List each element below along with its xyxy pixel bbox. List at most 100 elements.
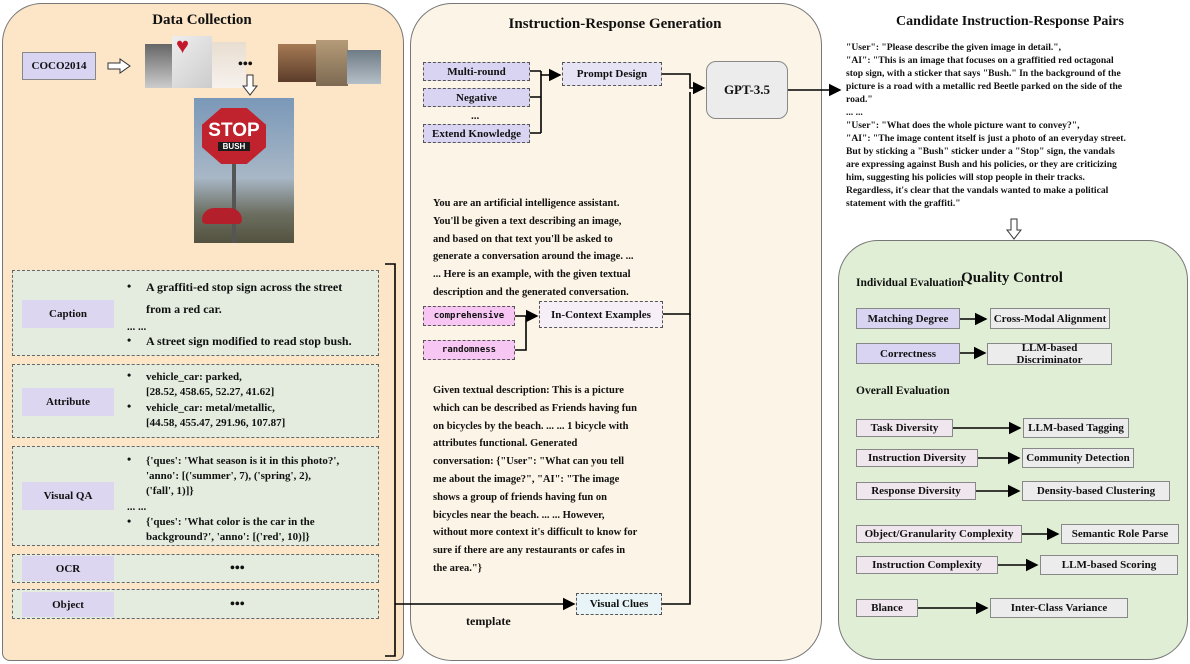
type-multi-round: Multi-round [423,62,530,81]
example-line: bicycles near the beach. ... ... However… [433,509,605,521]
ocr-ellipsis: ••• [230,561,245,576]
more-images-ellipsis: ••• [238,57,253,72]
coco-dataset-box: COCO2014 [22,52,96,80]
qc-left-4: Response Diversity [856,482,976,500]
tag-comprehensive: comprehensive [423,306,515,326]
qc-left-7: Blance [856,599,918,617]
attribute-label: Attribute [22,388,114,416]
vqa-line-2: 'anno': [('summer', 7), ('spring', 2), [146,470,311,482]
caption-line-1b: from a red car. [146,302,222,316]
qc-right-5: Semantic Role Parse [1061,524,1179,544]
candidate-pairs-text: "User": "Please describe the given image… [846,41,1186,210]
example-line: on bicycles by the beach. ... ... 1 bicy… [433,420,629,432]
candidate-line: statement with the graffiti." [846,198,961,209]
example-line: attributes functional. Generated [433,438,578,450]
system-prompt-line: and based on that text you'll be asked t… [433,233,613,245]
candidate-line: "AI": "This is an image that focuses on … [846,55,1114,66]
in-context-examples-box: In-Context Examples [539,301,663,328]
tag-randomness: randomness [423,340,515,360]
thumbnail-image [278,44,316,82]
attribute-line-2: [28.52, 458.65, 52.27, 41.62] [146,386,275,398]
qc-right-7: Inter-Class Variance [990,598,1128,618]
qc-left-3: Instruction Diversity [856,449,978,467]
candidate-line: ... ... [846,107,863,118]
object-label: Object [22,592,114,617]
quality-title: Quality Control [961,270,1063,286]
example-line: sure if there are any restaurants or caf… [433,545,626,557]
example-line: which can be described as Friends having… [433,402,637,414]
system-prompt-line: You'll be given a text describing an ima… [433,215,622,227]
bullet: • [127,368,132,382]
thumbnail-image [172,36,212,88]
type-ellipsis: ... [471,110,480,122]
heart-icon: ♥ [176,33,190,58]
candidate-line: picture is a road with a metallic red Be… [846,81,1123,92]
type-extend-knowledge: Extend Knowledge [423,124,530,143]
example-line: the area."} [433,562,482,574]
candidate-line: stop sign, with a sticker that says "Bus… [846,68,1121,79]
system-prompt-line: generate a conversation around the image… [433,251,634,263]
vqa-line-5: background?', 'anno': [('red', 10)]} [146,531,310,543]
candidate-line: But by sticking a "Bush" sticker under a… [846,146,1115,157]
gpt-box: GPT-3.5 [706,61,788,119]
attribute-line-3: vehicle_car: metal/metallic, [146,402,275,414]
visual-qa-label: Visual QA [22,482,114,510]
example-line: conversation: {"User": "What can you tel… [433,456,625,468]
data-collection-title: Data Collection [152,12,252,28]
system-prompt: You are an artificial intelligence assis… [433,195,673,302]
visual-clues-box: Visual Clues [576,593,662,615]
bullet: • [127,333,132,347]
sign-bush-text: BUSH [218,142,250,151]
qc-right-2: LLM-based Tagging [1023,418,1129,438]
example-line: shows a group of friends having fun on [433,491,607,503]
example-line: Given textual description: This is a pic… [433,385,624,396]
qc-left-6: Instruction Complexity [856,556,998,574]
thumbnail-image [212,42,246,88]
example-line: without more context it's difficult to k… [433,527,638,539]
system-prompt-line: You are an artificial intelligence assis… [433,198,620,209]
system-prompt-line: description and the generated conversati… [433,286,629,298]
vqa-line-4: {'ques': 'What color is the car in the [146,516,315,528]
qc-right-4: Density-based Clustering [1022,481,1170,501]
qc-right-3: Community Detection [1022,448,1134,468]
ocr-label: OCR [22,556,114,581]
generation-title: Instruction-Response Generation [508,16,722,32]
caption-line-1: A graffiti-ed stop sign across the stree… [146,280,343,294]
bullet: • [127,399,132,413]
example-line: me about the image?", "AI": "The image [433,473,620,485]
qc-left-5: Object/Granularity Complexity [856,525,1022,543]
object-ellipsis: ••• [230,597,245,612]
vqa-dots: ... ... [127,501,147,513]
vqa-line-3: ('fall', 1)]} [146,485,194,497]
overall-evaluation-title: Overall Evaluation [856,385,950,397]
attribute-line-4: [44.58, 455.47, 291.96, 107.87] [146,417,286,429]
caption-label: Caption [22,300,114,328]
bullet: • [127,279,132,293]
attribute-line-1: vehicle_car: parked, [146,371,242,383]
example-text: Given textual description: This is a pic… [433,382,673,578]
caption-dots: ... ... [127,321,147,333]
candidate-line: him, suggesting his policies will stop p… [846,172,1085,183]
qc-left-1: Correctness [856,343,960,364]
arrow-down-outline-icon [1006,218,1022,240]
bullet: • [127,452,132,466]
template-label: template [466,614,511,628]
stop-sign-photo: STOP BUSH [194,98,294,243]
qc-right-1: LLM-based Discriminator [987,342,1112,366]
sign-stop-text: STOP [208,120,260,141]
thumbnail-image [316,40,348,86]
candidates-title: Candidate Instruction-Response Pairs [896,14,1124,29]
vqa-line-1: {'ques': 'What season is it in this phot… [146,455,340,467]
qc-left-2: Task Diversity [856,419,953,437]
candidate-line: Regardless, it's clear that the vandals … [846,185,1109,196]
individual-evaluation-title: Individual Evaluation [856,277,964,289]
qc-left-0: Matching Degree [856,308,960,329]
qc-right-6: LLM-based Scoring [1040,555,1178,575]
candidate-line: "AI": "The image content itself is just … [846,133,1126,144]
candidate-line: "User": "What does the whole picture wan… [846,120,1080,131]
bullet: • [127,514,132,528]
arrow-down-outline-icon [242,74,258,96]
candidate-line: "User": "Please describe the given image… [846,42,1062,53]
system-prompt-line: ... Here is an example, with the given t… [433,269,631,281]
